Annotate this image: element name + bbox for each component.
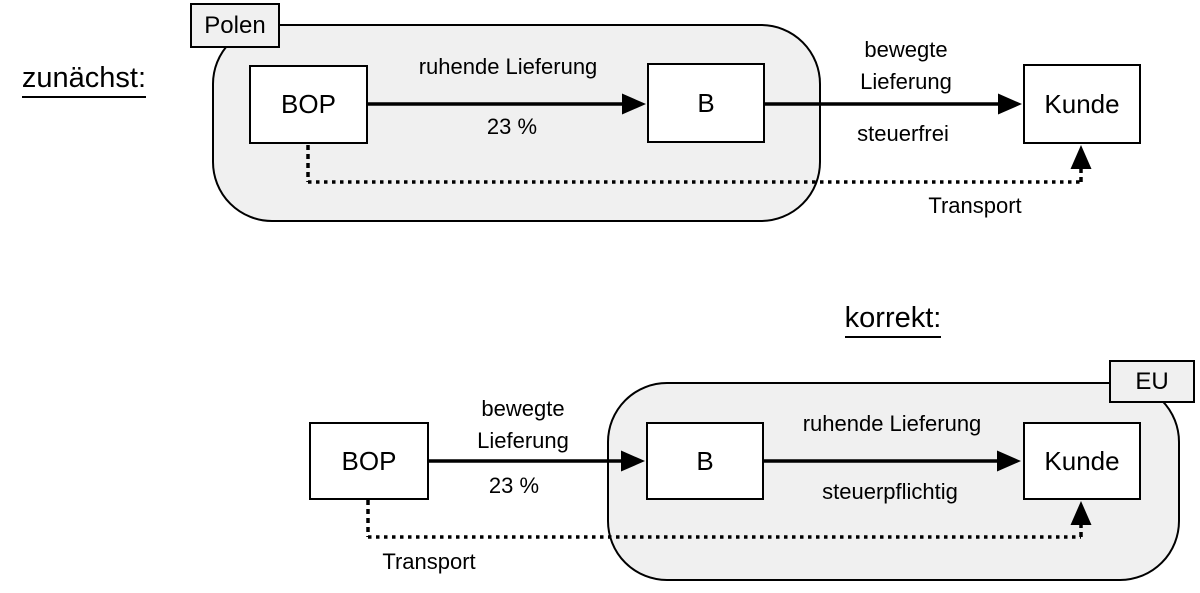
node-seller-bop-2-label: BOP — [341, 445, 397, 476]
node-seller-bop-1: BOP — [249, 65, 368, 144]
node-customer-kunde-1-label: Kunde — [1044, 88, 1120, 119]
node-customer-kunde-1: Kunde — [1023, 64, 1141, 144]
scenario-1-heading: zunächst: — [14, 61, 154, 98]
label-transport-2: Transport — [382, 549, 476, 574]
node-customer-kunde-2-label: Kunde — [1044, 445, 1120, 476]
node-intermediary-b-2-label: B — [696, 445, 714, 476]
label-ruhende-lieferung-2: ruhende Lieferung — [802, 411, 982, 436]
label-ruhende-lieferung-1: ruhende Lieferung — [418, 54, 598, 79]
node-intermediary-b-2: B — [646, 422, 764, 500]
scenario-2-heading-text: korrekt: — [844, 302, 942, 338]
label-tax-rate-1: 23 % — [486, 114, 538, 139]
label-steuerpflichtig-2: steuerpflichtig — [822, 479, 958, 504]
transport-arrowhead-1 — [1070, 145, 1092, 169]
node-customer-kunde-2: Kunde — [1023, 422, 1141, 500]
region-tag-polen: Polen — [190, 3, 280, 48]
region-tag-polen-label: Polen — [204, 11, 266, 39]
node-intermediary-b-1-label: B — [697, 87, 715, 118]
label-lieferung-1: Lieferung — [860, 69, 952, 94]
label-bewegte-2: bewegte — [481, 396, 565, 421]
arrowhead-b-to-kunde-1 — [998, 93, 1022, 115]
node-seller-bop-2: BOP — [309, 422, 429, 500]
region-tag-eu: EU — [1109, 360, 1195, 403]
label-steuerfrei-1: steuerfrei — [857, 121, 949, 146]
node-seller-bop-1-label: BOP — [281, 89, 336, 119]
label-tax-rate-2: 23 % — [488, 473, 540, 498]
node-intermediary-b-1: B — [647, 63, 765, 143]
scenario-1-heading-text: zunächst: — [21, 62, 147, 98]
label-transport-1: Transport — [928, 193, 1022, 218]
scenario-2-heading: korrekt: — [793, 301, 993, 338]
region-tag-eu-label: EU — [1135, 367, 1169, 395]
label-lieferung-2: Lieferung — [477, 428, 569, 453]
label-bewegte-1: bewegte — [864, 37, 948, 62]
